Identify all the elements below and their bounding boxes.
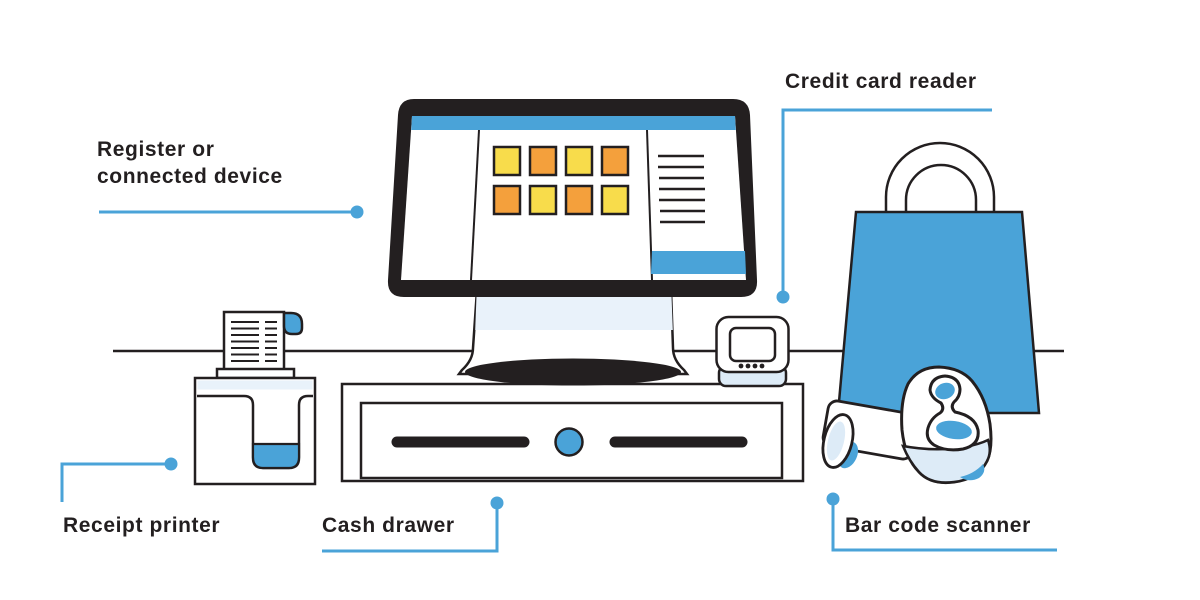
screen-total-button bbox=[651, 251, 746, 274]
leader-cash-drawer bbox=[322, 505, 499, 553]
label-register-line1: Register or bbox=[97, 138, 215, 161]
label-credit-card-reader: Credit card reader bbox=[785, 70, 977, 93]
scanner-led bbox=[935, 382, 955, 400]
bar-code-scanner-icon bbox=[821, 365, 993, 484]
monitor-stand-shade bbox=[475, 296, 673, 330]
reader-buttons bbox=[738, 363, 765, 369]
receipt-curl bbox=[282, 311, 304, 336]
reader-screen bbox=[728, 326, 777, 363]
screen-divider-right bbox=[646, 129, 653, 281]
leader-dot-register bbox=[350, 205, 364, 219]
screen-item-tiles bbox=[492, 145, 630, 216]
leader-dot-credit-card bbox=[776, 290, 790, 304]
printer-slot-paper-roll bbox=[251, 442, 301, 470]
scanner-window bbox=[936, 420, 972, 440]
printer-top-shade bbox=[197, 380, 313, 390]
receipt-text-lines bbox=[231, 321, 277, 362]
credit-card-reader-icon bbox=[715, 315, 790, 388]
label-register-line2: connected device bbox=[97, 165, 283, 188]
cash-drawer-icon bbox=[340, 382, 805, 483]
screen-header-bar bbox=[411, 116, 736, 130]
label-cash-drawer: Cash drawer bbox=[322, 514, 455, 537]
screen-divider-left bbox=[470, 129, 480, 281]
leader-credit-card bbox=[781, 108, 992, 296]
leader-lines bbox=[60, 108, 1057, 553]
scanner-bottom-curl bbox=[960, 464, 985, 481]
leader-dot-receipt-printer bbox=[164, 457, 178, 471]
label-receipt-printer: Receipt printer bbox=[63, 514, 221, 537]
drawer-lock bbox=[554, 427, 584, 457]
printer-tray bbox=[215, 367, 296, 380]
label-bar-code-scanner: Bar code scanner bbox=[845, 514, 1031, 537]
leader-bar-code bbox=[831, 500, 1057, 552]
label-register-device: Register or connected device bbox=[97, 136, 283, 190]
screen-receipt-lines bbox=[658, 154, 705, 224]
leader-dots bbox=[164, 205, 840, 510]
leader-dot-cash-drawer bbox=[490, 496, 504, 510]
scanner-cap-inner bbox=[826, 421, 846, 461]
printer-body bbox=[193, 376, 317, 486]
register-monitor-icon bbox=[387, 99, 758, 386]
monitor-base bbox=[465, 358, 681, 386]
leader-receipt-printer bbox=[60, 462, 170, 502]
shopping-bag-icon bbox=[836, 141, 1041, 415]
leader-dot-bar-code bbox=[826, 492, 840, 506]
receipt-printer-icon bbox=[193, 310, 317, 486]
bag-handle-inner bbox=[904, 163, 978, 216]
bag-body bbox=[836, 210, 1041, 415]
